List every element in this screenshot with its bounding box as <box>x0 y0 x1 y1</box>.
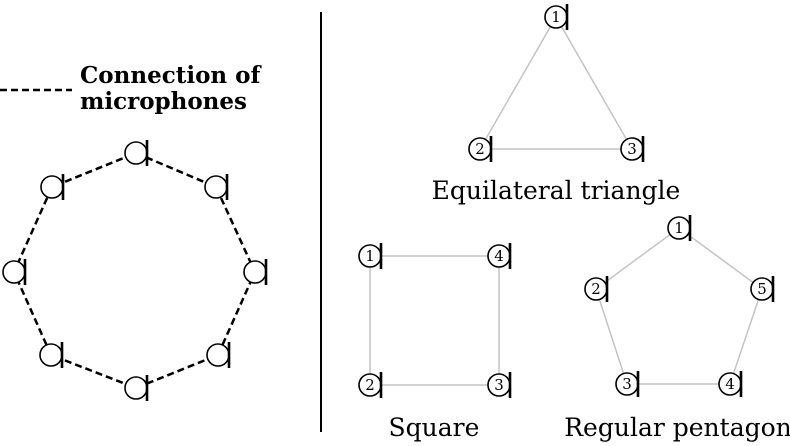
mic-number: 2 <box>365 376 375 394</box>
microphone-5 <box>750 276 775 302</box>
microphone-2 <box>468 136 493 162</box>
triangle-caption: Equilateral triangle <box>432 176 681 205</box>
microphone-4 <box>718 371 743 397</box>
mic-number: 4 <box>725 375 735 393</box>
square-caption: Square <box>389 413 480 442</box>
mic-number: 3 <box>622 375 632 393</box>
microphone <box>206 342 231 368</box>
microphone-3 <box>620 136 645 162</box>
mic-number: 3 <box>627 140 637 158</box>
mic-number: 1 <box>674 219 684 237</box>
microphone-2 <box>584 276 609 302</box>
microphone-1 <box>667 215 692 241</box>
microphone <box>243 259 268 285</box>
mic-number: 2 <box>591 280 601 298</box>
triangle-array: 1 2 3 Equilateral triangle <box>432 4 681 205</box>
square-connection <box>369 255 500 386</box>
mic-number: 1 <box>551 8 561 26</box>
microphone <box>39 342 64 368</box>
pentagon-array: 1 2 5 3 4 Regular pentagon <box>564 215 790 442</box>
legend-text-line2: microphones <box>80 88 247 115</box>
square-array: 1 4 2 3 Square <box>358 243 512 442</box>
microphone-4 <box>487 243 512 269</box>
mic-number: 1 <box>365 247 375 265</box>
microphone-3 <box>487 372 512 398</box>
microphone <box>40 174 65 200</box>
microphone <box>204 174 229 200</box>
microphone-3 <box>615 371 640 397</box>
microphone-1 <box>544 4 569 30</box>
mic-number: 5 <box>757 280 767 298</box>
legend-text-line1: Connection of <box>80 62 263 89</box>
microphone-2 <box>358 372 383 398</box>
mic-number: 2 <box>475 140 485 158</box>
microphone <box>2 259 27 285</box>
triangle-connection <box>478 15 634 150</box>
microphone-1 <box>358 243 383 269</box>
microphone <box>124 375 149 401</box>
pentagon-caption: Regular pentagon <box>564 413 790 442</box>
pentagon-connection <box>595 227 763 385</box>
legend: Connection of microphones <box>0 62 263 115</box>
microphone <box>124 140 149 166</box>
mic-number: 3 <box>494 376 504 394</box>
circular-array <box>2 140 268 401</box>
mic-number: 4 <box>494 247 504 265</box>
